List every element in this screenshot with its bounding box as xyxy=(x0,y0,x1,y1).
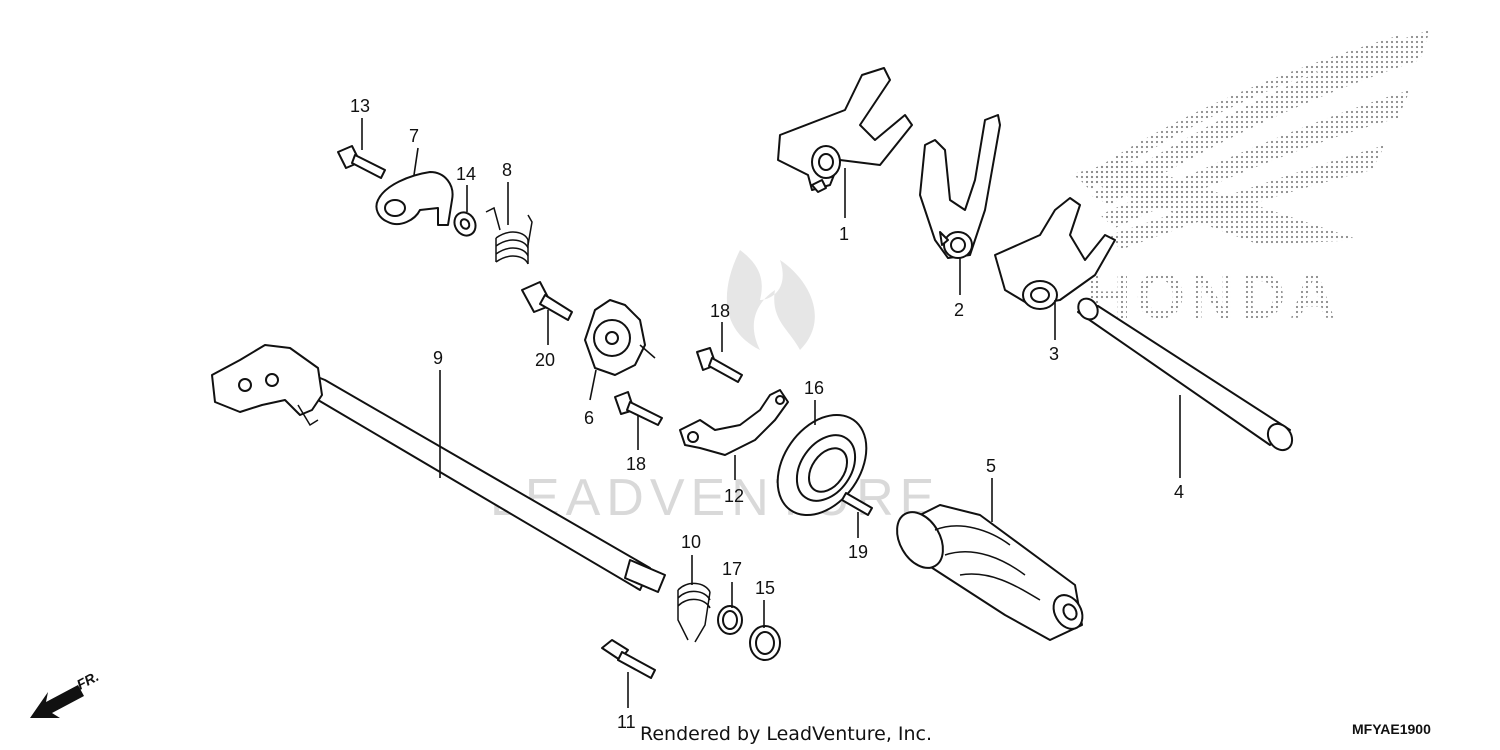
leadventure-watermark: LEADVENTURE xyxy=(490,250,934,527)
callout-18-lower: 18 xyxy=(626,454,646,474)
honda-wing-logo: HONDA xyxy=(1070,30,1430,332)
ring-15 xyxy=(749,625,781,661)
bolt-18-upper xyxy=(696,347,743,383)
callout-2: 2 xyxy=(954,300,964,320)
callout-16: 16 xyxy=(804,378,824,398)
drum-center xyxy=(584,299,656,376)
bolt-18-lower xyxy=(614,391,663,426)
shift-fork-3 xyxy=(994,197,1116,310)
drum-stopper-plate xyxy=(679,389,789,456)
callout-17: 17 xyxy=(722,559,742,579)
dowel-pin xyxy=(841,492,873,516)
bearing xyxy=(776,413,868,517)
honda-wordmark: HONDA xyxy=(1085,260,1340,332)
callout-3: 3 xyxy=(1049,344,1059,364)
callout-9: 9 xyxy=(433,348,443,368)
pin-bolt-11 xyxy=(601,639,656,679)
callout-4: 4 xyxy=(1174,482,1184,502)
callout-18-upper: 18 xyxy=(710,301,730,321)
shift-drum xyxy=(896,504,1084,641)
callout-13: 13 xyxy=(350,96,370,116)
callout-20: 20 xyxy=(535,350,555,370)
callout-14: 14 xyxy=(456,164,476,184)
washer-14 xyxy=(453,211,477,237)
ring-17 xyxy=(717,605,743,635)
return-spring-10 xyxy=(677,582,711,643)
return-spring-8 xyxy=(485,206,533,265)
shift-fork-2 xyxy=(919,114,1001,259)
leader-lines xyxy=(361,118,1181,708)
front-arrow-icon xyxy=(30,685,84,718)
callout-10: 10 xyxy=(681,532,701,552)
gearshift-spindle xyxy=(211,344,666,593)
bolt-20 xyxy=(521,281,573,321)
callout-15: 15 xyxy=(755,578,775,598)
callout-8: 8 xyxy=(502,160,512,180)
callout-19: 19 xyxy=(848,542,868,562)
callout-labels: 13 7 14 8 20 6 18 18 9 16 12 1 2 3 4 5 1… xyxy=(350,96,1184,732)
callout-6: 6 xyxy=(584,408,594,428)
stopper-arm xyxy=(375,171,454,226)
diagram-code: MFYAE1900 xyxy=(1352,721,1431,737)
bolt-13 xyxy=(337,145,386,179)
front-direction-indicator: FR. xyxy=(30,668,101,718)
callout-1: 1 xyxy=(839,224,849,244)
callout-11: 11 xyxy=(617,712,636,732)
shift-fork-1 xyxy=(777,67,913,193)
callout-5: 5 xyxy=(986,456,996,476)
callout-12: 12 xyxy=(724,486,744,506)
fork-shaft xyxy=(1077,297,1294,452)
rendered-by-credit: Rendered by LeadVenture, Inc. xyxy=(640,723,932,745)
callout-7: 7 xyxy=(409,126,419,146)
